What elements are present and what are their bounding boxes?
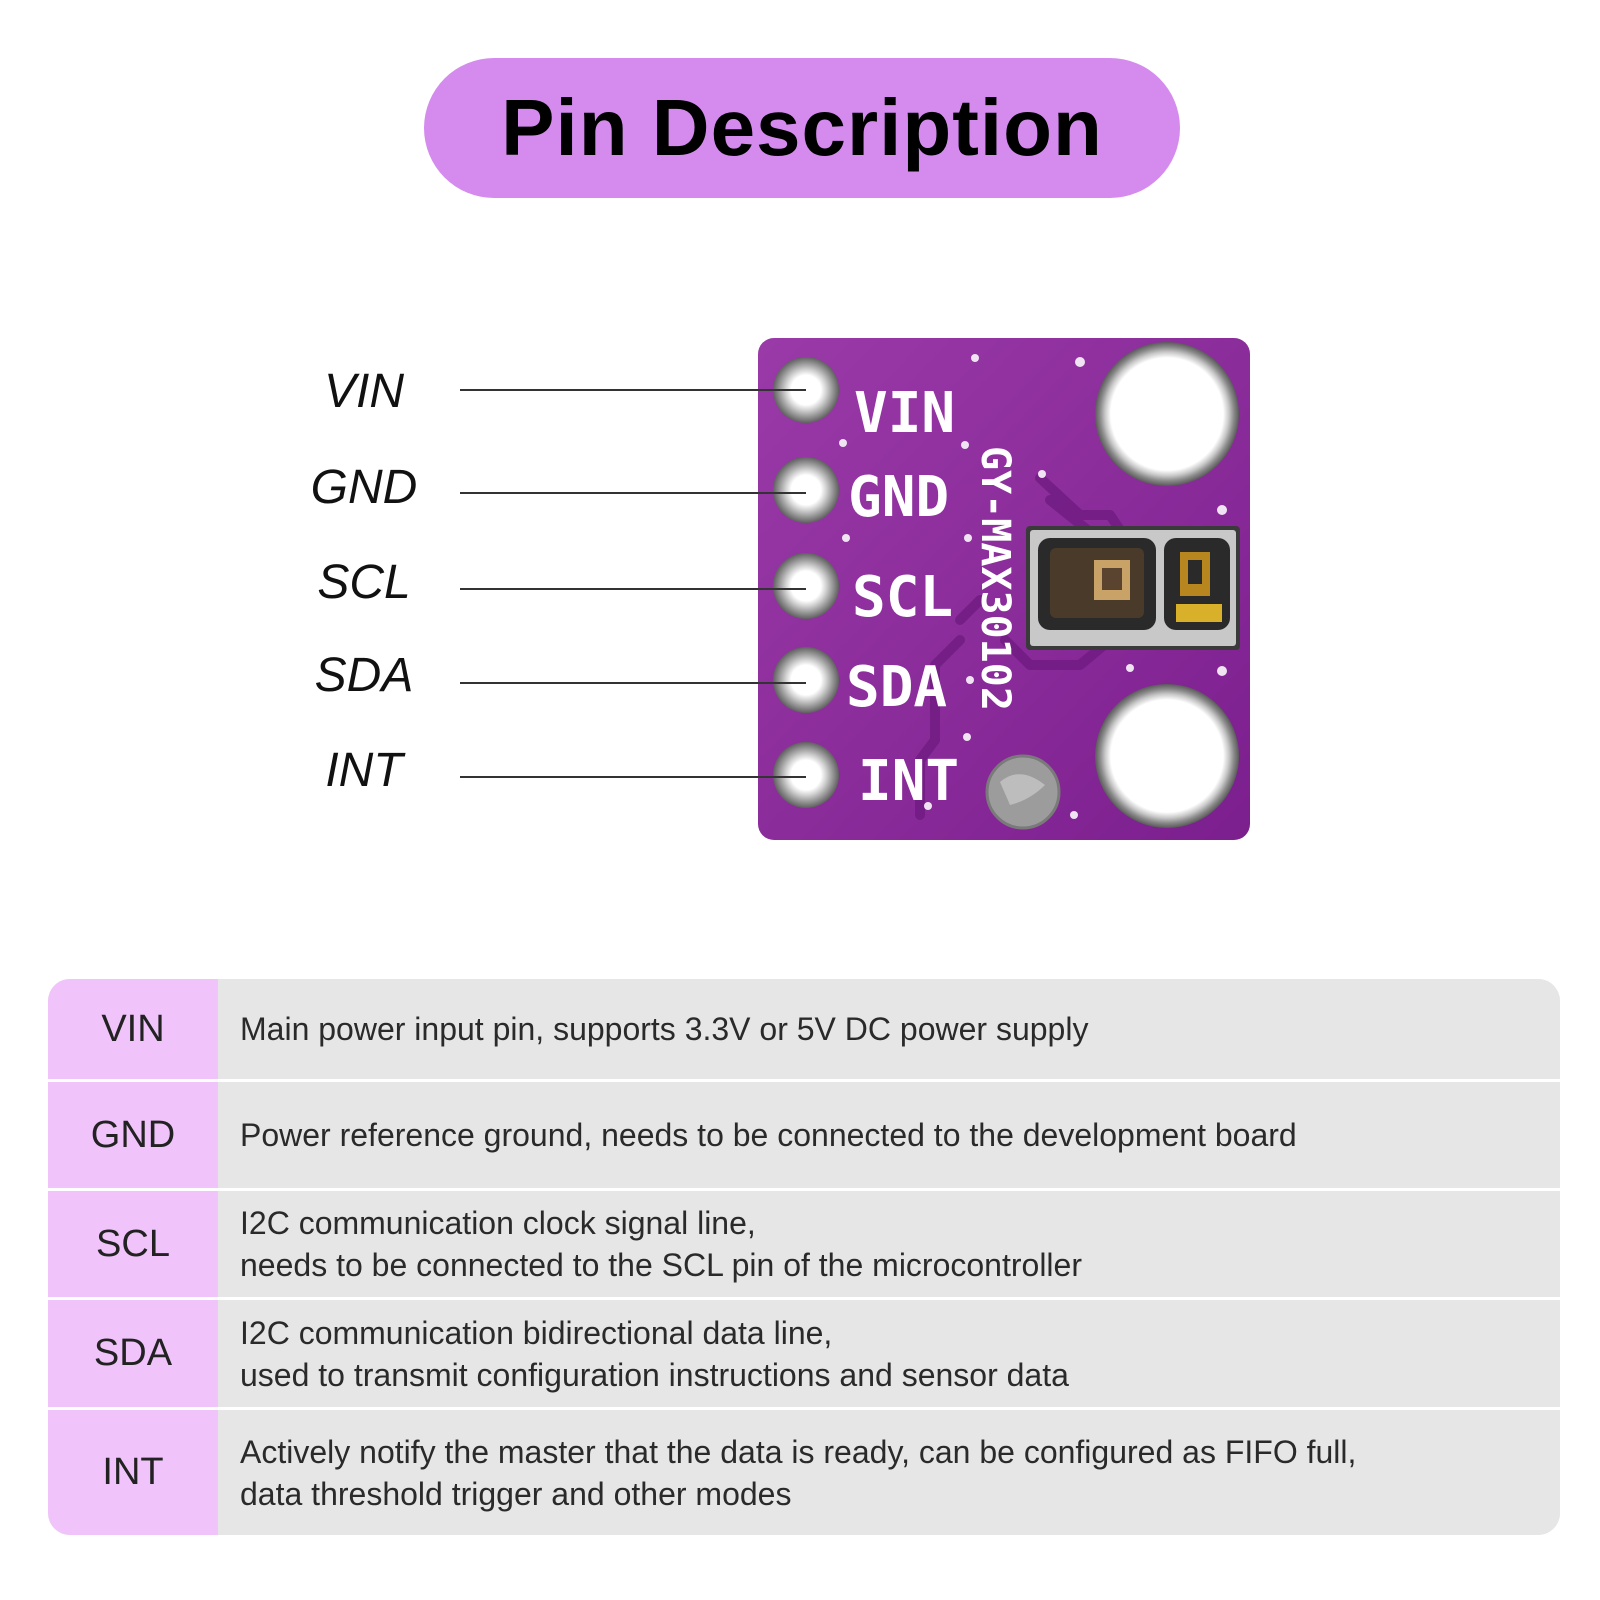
pin-name-cell: VIN <box>48 979 218 1079</box>
pin-pad-int <box>773 742 839 808</box>
title-banner: Pin Description <box>424 58 1180 198</box>
pcb-vias <box>839 354 1227 819</box>
page-title: Pin Description <box>501 83 1103 172</box>
table-row: SCL I2C communication clock signal line,… <box>48 1191 1560 1297</box>
pin-name-cell: SCL <box>48 1191 218 1297</box>
pin-pad-gnd <box>773 457 839 523</box>
pin-description-cell: I2C communication clock signal line, nee… <box>218 1191 1560 1297</box>
silkscreen-label-gnd: GND <box>848 465 949 530</box>
silkscreen-label-vin: VIN <box>854 381 955 446</box>
description-line: Main power input pin, supports 3.3V or 5… <box>240 1011 1089 1047</box>
pin-description-table: VIN Main power input pin, supports 3.3V … <box>48 979 1560 1535</box>
silkscreen-model: GY-MAX30102 <box>972 446 1018 711</box>
table-row: VIN Main power input pin, supports 3.3V … <box>48 979 1560 1079</box>
pin-name-cell: SDA <box>48 1300 218 1407</box>
description-line: data threshold trigger and other modes <box>240 1475 792 1512</box>
description-line: used to transmit configuration instructi… <box>240 1356 1069 1393</box>
silkscreen-label-int: INT <box>858 749 959 814</box>
callout-label-gnd: GND <box>310 461 418 514</box>
silkscreen-label-scl: SCL <box>852 565 953 630</box>
description-line: Power reference ground, needs to be conn… <box>240 1117 1297 1153</box>
callout-label-scl: SCL <box>317 556 411 609</box>
callout-lines <box>460 389 806 778</box>
pin-pad-scl <box>773 553 839 619</box>
mounting-hole-bottom <box>1095 684 1239 828</box>
max30102-sensor-chip <box>1026 526 1240 650</box>
pin-pad-sda <box>773 647 839 713</box>
callout-label-int: INT <box>325 744 403 797</box>
row-divider <box>48 1188 1560 1191</box>
pin-description-cell: I2C communication bidirectional data lin… <box>218 1300 1560 1407</box>
description-line: Actively notify the master that the data… <box>240 1433 1357 1470</box>
row-divider <box>48 1297 1560 1300</box>
description-line: I2C communication bidirectional data lin… <box>240 1314 833 1351</box>
callout-label-vin: VIN <box>323 365 404 418</box>
row-divider <box>48 1079 1560 1082</box>
pin-description-cell: Power reference ground, needs to be conn… <box>218 1082 1560 1188</box>
pin-description-cell: Main power input pin, supports 3.3V or 5… <box>218 979 1560 1079</box>
table-row: GND Power reference ground, needs to be … <box>48 1082 1560 1188</box>
pin-description-cell: Actively notify the master that the data… <box>218 1410 1560 1535</box>
description-line: needs to be connected to the SCL pin of … <box>240 1247 1082 1283</box>
pin-name-cell: GND <box>48 1082 218 1188</box>
row-divider <box>48 1407 1560 1410</box>
callout-label-sda: SDA <box>314 649 414 702</box>
pin-name-cell: INT <box>48 1410 218 1535</box>
silkscreen-label-sda: SDA <box>846 655 947 720</box>
table-row: SDA I2C communication bidirectional data… <box>48 1300 1560 1407</box>
mounting-hole-top <box>1095 342 1239 486</box>
description-line: I2C communication clock signal line, <box>240 1205 756 1241</box>
table-row: INT Actively notify the master that the … <box>48 1410 1560 1535</box>
